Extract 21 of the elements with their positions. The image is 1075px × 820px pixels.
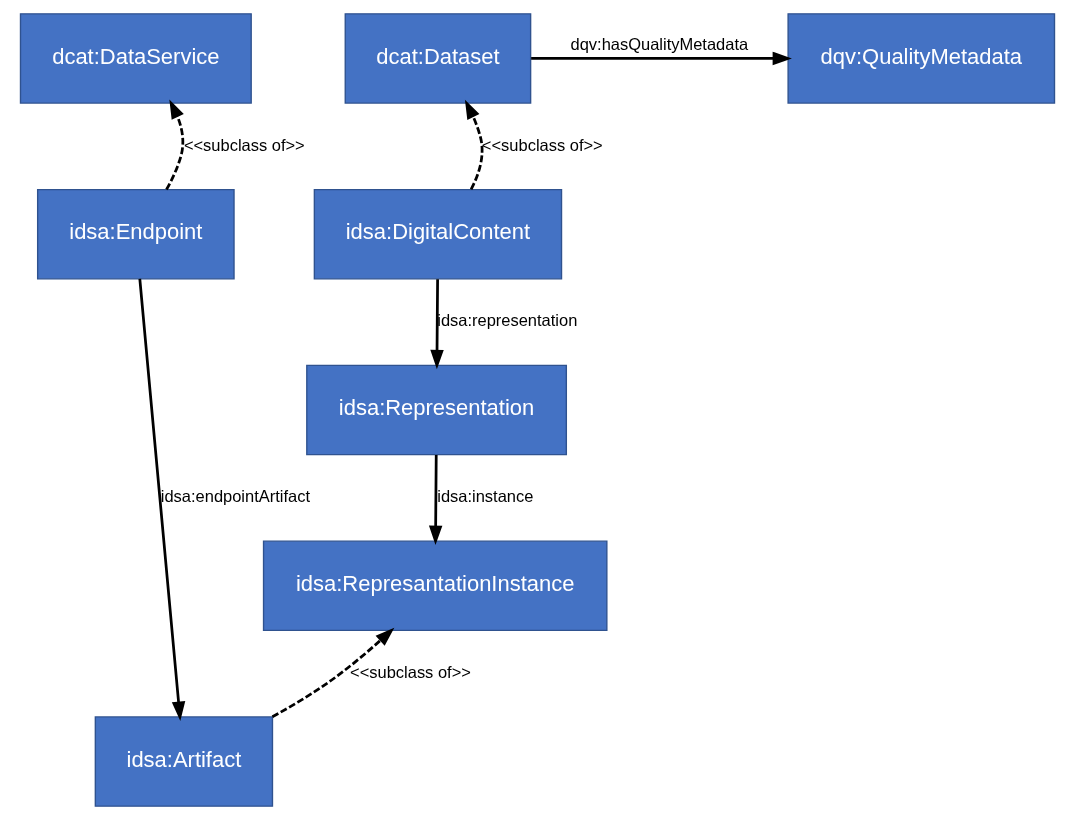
arrow xyxy=(165,99,185,191)
node-box: dqv:QualityMetadata xyxy=(787,13,1056,104)
edge-label: dqv:hasQualityMetadata xyxy=(570,34,749,53)
edge-label: <<subclass of>> xyxy=(481,135,603,154)
arrow xyxy=(430,279,444,370)
node-box: idsa:Artifact xyxy=(94,716,274,807)
edge-label: <<subclass of>> xyxy=(350,662,471,681)
arrow xyxy=(531,51,792,66)
edge-label: idsa:instance xyxy=(437,487,534,506)
arrow xyxy=(464,99,484,190)
node-box: idsa:RepresantationInstance xyxy=(262,540,608,632)
edge-label: idsa:endpointArtifact xyxy=(160,487,311,506)
arrow xyxy=(138,278,186,721)
arrow xyxy=(271,627,395,718)
node-box: dcat:Dataset xyxy=(344,13,532,104)
arrow xyxy=(428,455,443,545)
node-box: idsa:Endpoint xyxy=(36,188,235,280)
edge-label: <<subclass of>> xyxy=(183,135,305,154)
node-box: dcat:DataService xyxy=(19,13,252,104)
node-box: idsa:DigitalContent xyxy=(313,188,563,280)
node-box: idsa:Representation xyxy=(306,364,568,456)
